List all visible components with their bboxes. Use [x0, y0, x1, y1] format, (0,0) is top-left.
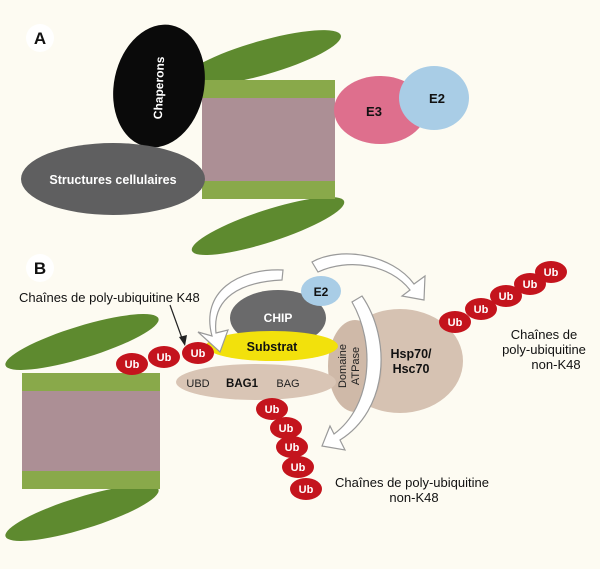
ub-label: Ub — [125, 359, 140, 371]
panel-a-label: A — [34, 29, 46, 48]
ub-label: Ub — [191, 348, 206, 360]
proteasome-a-bottom-leaf — [191, 196, 345, 256]
e2-label-b: E2 — [314, 285, 329, 299]
ub-circle — [276, 436, 308, 458]
ub-circle — [514, 273, 546, 295]
k48-pointer-line — [169, 304, 184, 342]
right-chains-label-line2: poly-ubiquitine — [502, 342, 586, 357]
bottom-chain-ub-1: Ub — [256, 398, 288, 420]
structures-cellulaires-label: Structures cellulaires — [49, 173, 176, 187]
bottom-chain-ub-4: Ub — [282, 456, 314, 478]
ub-label: Ub — [299, 484, 314, 496]
ub-circle — [282, 456, 314, 478]
ub-circle — [270, 417, 302, 439]
chaperons-shape — [113, 24, 205, 148]
ub-circle — [182, 342, 214, 364]
ub-circle — [490, 285, 522, 307]
ub-label: Ub — [265, 404, 280, 416]
hsp70-label: Hsp70/ — [391, 347, 433, 361]
panel-a: A Chaperons Structures cellulaires E3 E2 — [21, 24, 469, 256]
right-chains-label-line3: non-K48 — [531, 357, 580, 372]
proteasome-b-bottom-leaf — [5, 485, 159, 541]
proteasome-a-top-leaf — [183, 30, 341, 86]
e3-label: E3 — [366, 104, 382, 119]
bottom-chain-ub-3: Ub — [276, 436, 308, 458]
proteasome-b-bottom-ring — [22, 471, 160, 489]
ub-label: Ub — [499, 291, 514, 303]
right-chain-ub-2: Ub — [465, 298, 497, 320]
ub-circle — [535, 261, 567, 283]
ub-label: Ub — [474, 304, 489, 316]
right-chain-ub-5: Ub — [535, 261, 567, 283]
proteasome-a-core — [202, 98, 335, 181]
chaperons-label: Chaperons — [151, 56, 167, 119]
proteasome-b-core — [22, 391, 160, 471]
right-chains-label-line1: Chaînes de — [511, 327, 578, 342]
k48-chain-ub-3: Ub — [182, 342, 214, 364]
atpase-label: ATPase — [350, 347, 362, 385]
arrow-to-hsp-chains — [311, 253, 426, 301]
bag-label: BAG — [276, 378, 299, 390]
e2-shape-a — [399, 66, 469, 130]
hsc70-label: Hsc70 — [393, 362, 430, 376]
ub-label: Ub — [544, 267, 559, 279]
ub-circle — [256, 398, 288, 420]
proteasome-b-top-ring — [22, 373, 160, 391]
right-chain-ub-3: Ub — [490, 285, 522, 307]
proteasome-a-top-ring — [202, 80, 335, 98]
panel-b-label-badge — [26, 254, 54, 282]
ub-label: Ub — [285, 442, 300, 454]
right-chain-ub-1: Ub — [439, 311, 471, 333]
k48-chain-ub-1: Ub — [116, 353, 148, 375]
ub-circle — [439, 311, 471, 333]
ub-circle — [116, 353, 148, 375]
bag1-shape — [176, 364, 336, 400]
ub-circle — [148, 346, 180, 368]
substrat-shape — [206, 331, 338, 361]
ub-label: Ub — [448, 317, 463, 329]
ub-label: Ub — [291, 462, 306, 474]
bag1-label: BAG1 — [226, 378, 259, 390]
panel-b-label: B — [34, 259, 46, 278]
ub-circle — [290, 478, 322, 500]
arrow-to-bottom-chains — [321, 295, 382, 451]
bottom-chains-label-line1: Chaînes de poly-ubiquitine — [335, 475, 489, 490]
e2-label-a: E2 — [429, 91, 445, 106]
e2-shape-b — [301, 276, 341, 306]
ub-circle — [465, 298, 497, 320]
ub-label: Ub — [523, 279, 538, 291]
ubd-label: UBD — [186, 378, 209, 390]
ub-label: Ub — [279, 423, 294, 435]
panel-b: B Domaine ATPase Hsp70/ Hsc70 UBD BAG1 B… — [5, 253, 586, 541]
chip-label: CHIP — [264, 311, 293, 325]
k48-pointer-head — [179, 335, 187, 346]
k48-chains-label: Chaînes de poly-ubiquitine K48 — [19, 290, 200, 305]
proteasome-b-top-leaf — [5, 314, 159, 370]
ub-label: Ub — [157, 352, 172, 364]
substrat-label: Substrat — [247, 340, 299, 354]
k48-chain-ub-2: Ub — [148, 346, 180, 368]
right-chain-ub-4: Ub — [514, 273, 546, 295]
structures-cellulaires-shape — [21, 143, 205, 215]
arrow-substrate-transfer — [197, 269, 284, 354]
bottom-chain-ub-5: Ub — [290, 478, 322, 500]
bottom-chain-ub-2: Ub — [270, 417, 302, 439]
panel-a-label-badge — [26, 24, 54, 52]
domaine-label: Domaine — [337, 344, 349, 388]
bottom-chains-label-line2: non-K48 — [389, 490, 438, 505]
proteasome-a-bottom-ring — [202, 181, 335, 199]
